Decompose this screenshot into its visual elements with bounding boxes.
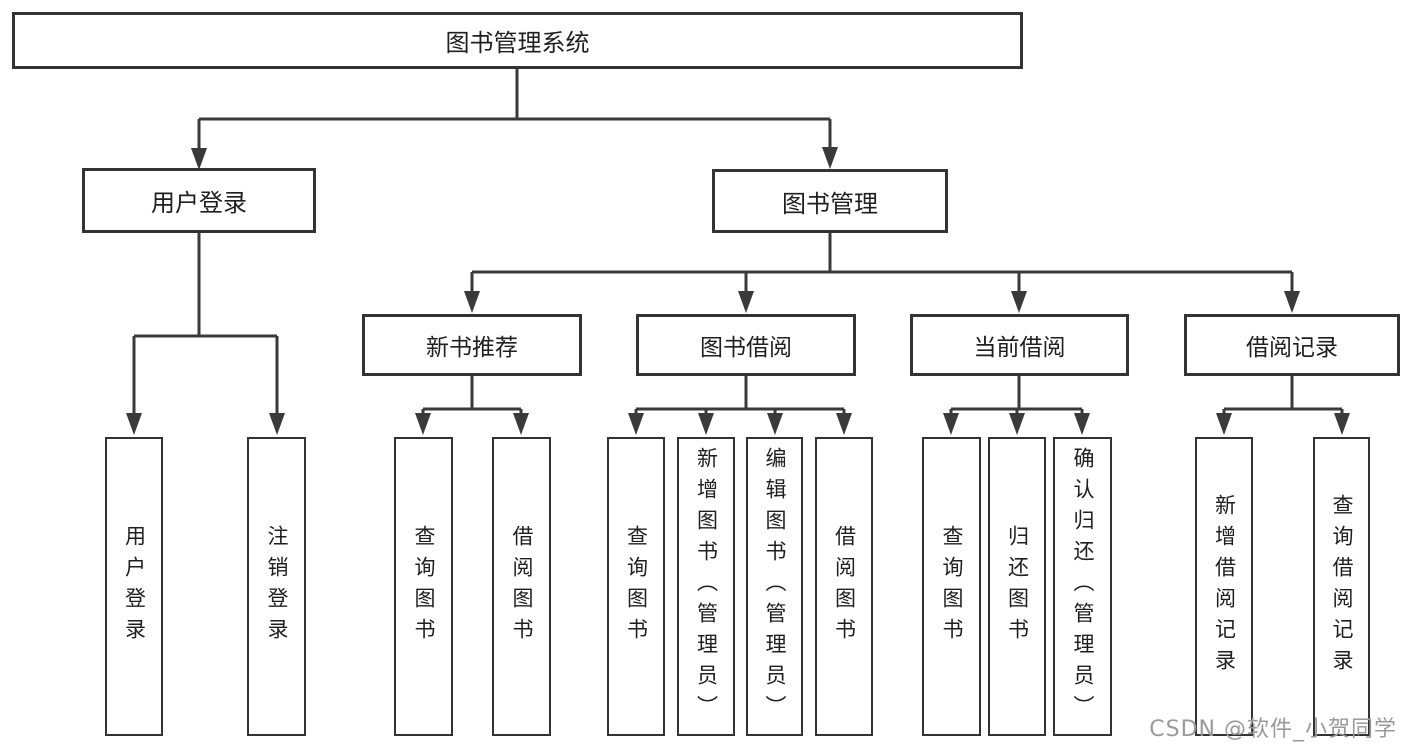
leaf-query-books-recommend-label: 查询图书 — [412, 524, 436, 649]
connector-book-borrowing-children — [634, 376, 846, 416]
connector-new-book-recommend-children — [421, 376, 523, 416]
node-new-book-recommend: 新书推荐 — [362, 314, 582, 376]
leaf-borrow-books-label: 借阅图书 — [832, 524, 857, 649]
leaf-return-books: 归还图书 — [988, 437, 1046, 736]
node-current-borrowing-label: 当前借阅 — [973, 335, 1066, 361]
leaf-logout-label: 注销登录 — [265, 524, 289, 649]
leaf-query-borrow-record: 查询借阅记录 — [1313, 437, 1370, 736]
connector-root-to-level2 — [197, 68, 832, 152]
leaf-logout: 注销登录 — [247, 437, 306, 736]
leaf-query-books-recommend: 查询图书 — [394, 437, 453, 736]
leaf-user-login-label: 用户登录 — [122, 524, 147, 649]
node-library-management-system-label: 图书管理系统 — [445, 29, 590, 57]
node-user-login-label: 用户登录 — [151, 189, 247, 217]
leaf-query-books-borrowing-label: 查询图书 — [624, 524, 649, 649]
connector-borrowing-records-children — [1222, 376, 1344, 416]
arrowheads — [126, 147, 1350, 435]
leaf-add-borrow-record-label: 新增借阅记录 — [1212, 493, 1237, 680]
leaf-add-borrow-record: 新增借阅记录 — [1195, 437, 1253, 736]
leaf-edit-books-admin: 编辑图书（管理员） — [746, 437, 803, 736]
connector-book-management-children — [470, 233, 1294, 294]
leaf-confirm-return-admin: 确认归还（管理员） — [1053, 437, 1112, 736]
node-borrowing-records-label: 借阅记录 — [1246, 335, 1338, 361]
node-book-management-label: 图书管理 — [782, 189, 878, 218]
leaf-query-books-current-label: 查询图书 — [940, 524, 964, 649]
leaf-query-books-borrowing: 查询图书 — [607, 437, 665, 736]
node-library-management-system: 图书管理系统 — [12, 12, 1023, 69]
csdn-watermark: CSDN @软件_小贺同学 — [1149, 717, 1397, 742]
leaf-query-books-current: 查询图书 — [922, 437, 981, 736]
leaf-edit-books-admin-label: 编辑图书（管理员） — [763, 447, 787, 726]
leaf-user-login: 用户登录 — [105, 437, 163, 736]
leaf-add-books-admin: 新增图书（管理员） — [677, 437, 735, 736]
connector-current-borrowing-children — [949, 376, 1084, 416]
node-current-borrowing: 当前借阅 — [910, 314, 1129, 376]
leaf-borrow-books-recommend-label: 借阅图书 — [510, 524, 534, 649]
leaf-query-borrow-record-label: 查询借阅记录 — [1330, 493, 1354, 680]
leaf-return-books-label: 归还图书 — [1005, 524, 1030, 649]
leaf-borrow-books-recommend: 借阅图书 — [492, 437, 551, 736]
node-borrowing-records: 借阅记录 — [1184, 314, 1400, 376]
node-new-book-recommend-label: 新书推荐 — [426, 335, 518, 361]
node-book-management: 图书管理 — [712, 169, 948, 233]
leaf-add-books-admin-label: 新增图书（管理员） — [694, 447, 719, 726]
leaf-confirm-return-admin-label: 确认归还（管理员） — [1071, 447, 1095, 726]
connector-user-login-children — [132, 232, 279, 416]
leaf-borrow-books: 借阅图书 — [815, 437, 873, 736]
node-book-borrowing: 图书借阅 — [636, 314, 856, 376]
node-book-borrowing-label: 图书借阅 — [700, 335, 792, 361]
node-user-login: 用户登录 — [82, 168, 316, 233]
